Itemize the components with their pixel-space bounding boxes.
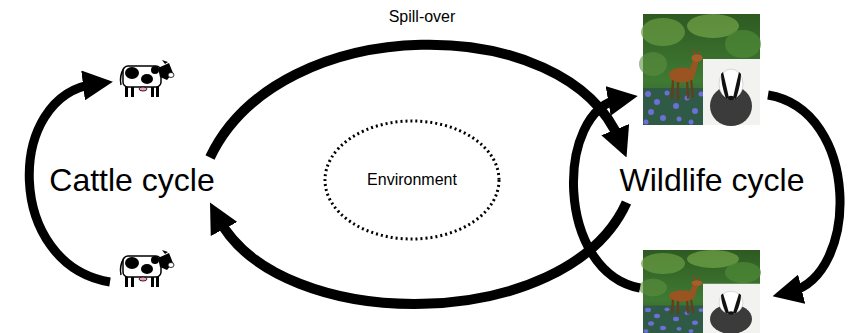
node-label: Wildlife cycle — [619, 162, 806, 199]
cycle-label-box: Wildlife cycle — [613, 158, 812, 203]
wildlife-photo — [639, 14, 761, 126]
ellipse-outline — [325, 121, 499, 239]
flow-arrow — [210, 45, 620, 158]
node-label: Environment — [367, 171, 457, 189]
environment-ellipse: Environment — [322, 118, 502, 242]
cow-icon — [120, 250, 174, 287]
wildlife-photo — [639, 250, 761, 333]
cycle-label-box: Cattle cycle — [42, 158, 222, 203]
flow-arrow — [218, 203, 626, 304]
cow-icon — [120, 60, 174, 97]
node-label: Cattle cycle — [48, 162, 216, 199]
edge-label: Spill-over — [385, 7, 460, 26]
